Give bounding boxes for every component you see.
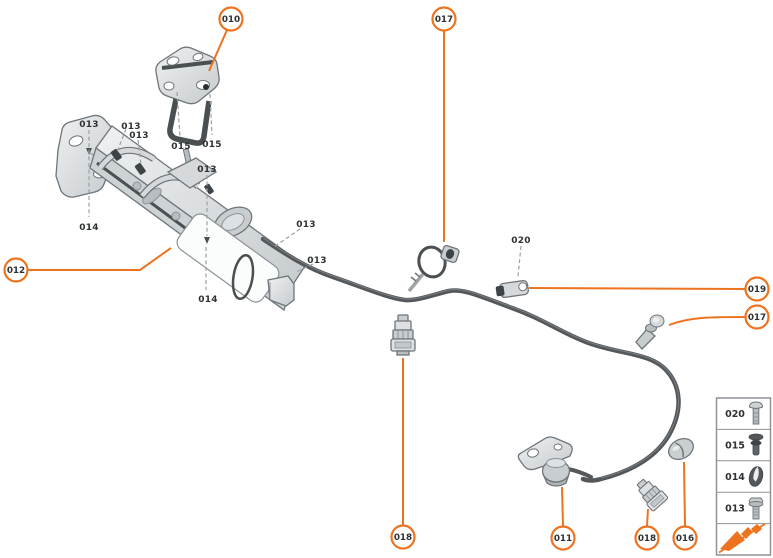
ring-seal: [231, 253, 255, 301]
part-label-015: 015: [171, 142, 190, 152]
connector-part: [636, 478, 669, 512]
callout-label: 010: [222, 15, 240, 25]
callout-label: 018: [638, 534, 656, 544]
grommet-body: [668, 437, 694, 461]
callout-012[interactable]: 012: [3, 257, 29, 283]
grommet-part: [668, 437, 694, 461]
plate-hole: [166, 56, 180, 66]
sensor-cap: [546, 458, 566, 468]
callout-label: 011: [554, 534, 572, 544]
callout-018-left[interactable]: 018: [390, 524, 416, 550]
legend-number: 020: [725, 409, 745, 420]
part-label-013: 013: [296, 220, 315, 230]
sensor-bracket-part: [495, 279, 529, 299]
callout-019[interactable]: 019: [744, 276, 770, 302]
hook-loop: [167, 98, 212, 146]
rail-hole: [171, 211, 181, 221]
plate-hole: [192, 52, 204, 62]
clamp-bolt: [134, 162, 146, 175]
callout-label: 017: [435, 15, 453, 25]
clip-icon: [748, 466, 764, 487]
fastener-legend: 020 015 014: [715, 397, 772, 556]
part-label-020: 020: [511, 236, 530, 246]
rail-hole: [132, 181, 142, 191]
callout-leader-lines: [28, 29, 746, 527]
legend-number: 013: [725, 503, 745, 514]
connector-part: [390, 314, 416, 356]
stud-pin-part: [635, 314, 665, 350]
dashed-leader-lines: [88, 91, 522, 290]
legend-row-013: 013: [725, 497, 764, 520]
callout-017-top[interactable]: 017: [431, 6, 457, 32]
hook-bracket-part: [155, 46, 220, 146]
callout-016[interactable]: 016: [672, 525, 698, 551]
clip-pin: [407, 272, 425, 293]
callout-018-right[interactable]: 018: [634, 525, 660, 551]
flange-bolt-icon: [748, 497, 764, 520]
cable-harness: [260, 236, 681, 483]
callout-010[interactable]: 010: [218, 6, 244, 32]
legend-row-014: 014: [725, 466, 764, 487]
plate-hole: [527, 448, 539, 458]
callout-label: 012: [7, 266, 25, 276]
cable-clip-part: [407, 245, 460, 293]
callout-label: 016: [676, 534, 694, 544]
callout-017-right[interactable]: 017: [744, 304, 770, 330]
rivet-icon: [748, 433, 764, 456]
plate-hole: [163, 81, 175, 91]
pan-head-screw-icon: [748, 401, 764, 425]
legend-row-015: 015: [725, 433, 764, 456]
part-number-labels: 013 013 013 015 015 013 014 013 013 014 …: [79, 120, 530, 305]
part-label-014: 014: [198, 295, 217, 305]
sensor-cable-stub: [566, 467, 593, 479]
callout-label: 018: [394, 533, 412, 543]
legend-number: 015: [725, 441, 745, 452]
pin-shank: [635, 328, 656, 350]
cable-highlight: [262, 237, 680, 479]
hole-marker: [204, 237, 210, 244]
callout-label: 017: [748, 313, 766, 323]
callout-011[interactable]: 011: [550, 525, 576, 551]
part-label-015: 015: [202, 140, 221, 150]
plate-rib: [161, 60, 214, 70]
bracket-hole: [518, 282, 528, 292]
part-label-014: 014: [79, 223, 98, 233]
bracket-foot: [267, 275, 295, 307]
plate-hole: [68, 135, 84, 147]
legend-row-020: 020: [725, 401, 764, 425]
mounting-bracket-assembly: [55, 114, 306, 312]
plate-hole: [553, 443, 563, 451]
part-label-013: 013: [197, 165, 216, 175]
part-label-013: 013: [307, 256, 326, 266]
clamp-bolt: [204, 183, 214, 195]
clamp-bolt: [110, 148, 122, 161]
part-label-013: 013: [129, 131, 148, 141]
part-label-013: 013: [79, 120, 98, 130]
part-label-013: 013: [121, 122, 140, 132]
brand-arrow-logo: [718, 523, 766, 554]
bracket-sleeve: [495, 285, 505, 297]
callout-label: 019: [748, 285, 766, 295]
speed-sensor-part: [517, 436, 593, 487]
legend-number: 014: [725, 472, 745, 483]
mechanism-block: [166, 157, 218, 189]
